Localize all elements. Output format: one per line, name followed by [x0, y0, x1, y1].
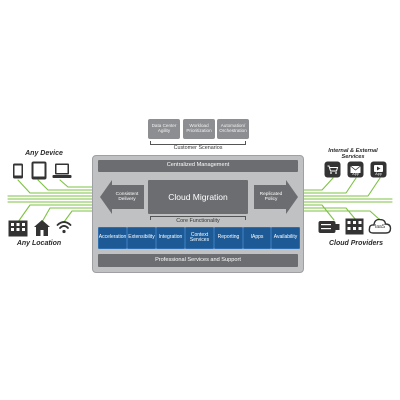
consistent-delivery-label: Consistent Delivery — [115, 191, 139, 202]
iaas-label: IaaS — [374, 224, 386, 231]
module-acceleration: Acceleration — [98, 227, 127, 249]
left-line — [59, 179, 101, 188]
wifi-icon — [56, 221, 72, 234]
laptop-icon — [52, 163, 72, 178]
module-iapps: IApps — [243, 227, 271, 249]
left-line — [41, 207, 101, 223]
right-line — [293, 207, 357, 221]
any-device-label: Any Device — [25, 149, 63, 157]
core-functionality-bracket — [150, 216, 246, 220]
scenario-automation-orchestration: Automation/ Orchestration — [217, 119, 249, 139]
left-line — [37, 179, 101, 191]
tablet-icon — [31, 161, 47, 180]
right-arrow-shape — [254, 180, 298, 214]
left-arrow-shape — [100, 180, 144, 214]
cloud-providers-label: Cloud Providers — [328, 239, 384, 247]
scenario-bracket — [150, 141, 246, 145]
customer-scenarios-caption: Customer Scenarios — [173, 145, 223, 152]
left-line — [17, 204, 101, 223]
mail-app-label: App — [352, 171, 359, 176]
left-line — [17, 179, 101, 194]
play-icon — [370, 161, 387, 178]
datacenter-icon — [345, 218, 364, 235]
right-line — [293, 177, 381, 197]
home-icon — [34, 220, 50, 236]
building-icon — [8, 220, 28, 237]
module-availability: Availability — [271, 227, 300, 249]
professional-services-bar: Professional Services and Support — [98, 254, 298, 267]
module-reporting: Reporting — [214, 227, 243, 249]
phone-icon — [13, 163, 23, 179]
module-context-services: Context Services — [185, 227, 214, 249]
services-label: Internal & External Services — [328, 147, 378, 160]
cart-icon — [324, 161, 341, 178]
centralized-management-bar: Centralized Management — [98, 160, 298, 172]
module-extensibility: Extensibility — [127, 227, 156, 249]
iaas-cloud-icon — [368, 218, 392, 234]
core-functionality-caption: Core Functionality — [176, 218, 220, 225]
right-line — [293, 177, 357, 194]
mail-icon — [347, 161, 364, 178]
right-line — [293, 210, 381, 221]
core-frame — [92, 155, 304, 273]
scenario-workload-prioritization: Workload Prioritization — [183, 119, 215, 139]
replicated-policy-label: Replicated Policy — [259, 191, 283, 202]
left-line — [63, 210, 101, 223]
any-location-label: Any Location — [16, 239, 62, 247]
cloud-migration-box: Cloud Migration — [148, 180, 248, 214]
module-integration: Integration — [156, 227, 185, 249]
scenario-data-center-agility: Data Center Agility — [148, 119, 180, 139]
server-icon — [318, 221, 340, 233]
play-app-label: App — [375, 171, 382, 176]
